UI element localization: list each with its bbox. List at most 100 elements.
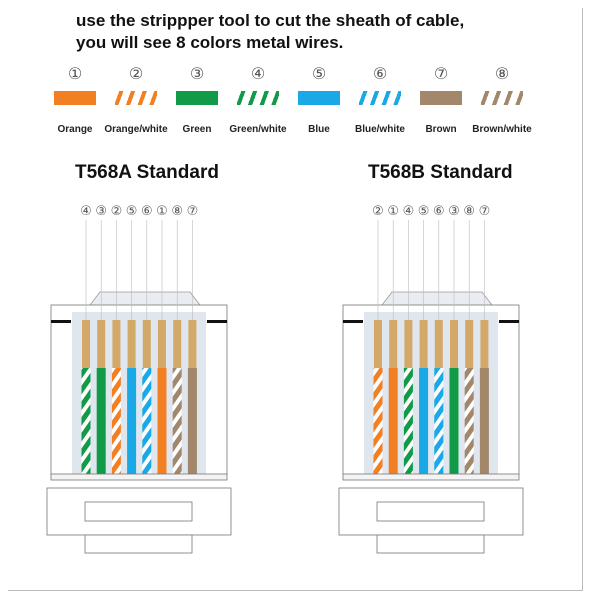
black-line-left <box>343 320 363 323</box>
wire-label: Orange <box>57 124 93 135</box>
wire-blue <box>419 368 429 474</box>
solid-swatch <box>176 91 218 105</box>
pin-label: ② <box>372 203 384 218</box>
wire-label: Green <box>182 124 212 135</box>
legend-item: ④ Green/white <box>223 64 293 135</box>
wire-label: Blue/white <box>354 124 405 135</box>
gold-contact <box>188 320 197 370</box>
gold-contact <box>465 320 474 370</box>
image-frame <box>8 8 583 591</box>
gold-contact <box>112 320 121 370</box>
instruction-text: use the strippper tool to cut the sheath… <box>76 10 464 54</box>
gold-contact <box>173 320 182 370</box>
wire-label: Green/white <box>229 124 287 135</box>
pin-label: ④ <box>403 203 415 218</box>
pin-label: ⑤ <box>418 203 430 218</box>
wire-orange <box>157 368 167 474</box>
wire-brown-white <box>172 368 182 474</box>
gold-contact <box>374 320 382 370</box>
seam <box>50 473 228 481</box>
seam <box>342 473 520 481</box>
legend-item: ③ Green <box>162 64 232 135</box>
wire-orange <box>388 368 398 474</box>
wire-brown <box>479 368 489 474</box>
wire-label: Blue <box>308 124 330 135</box>
pin-label: ② <box>111 203 123 218</box>
t568a-title: T568A Standard <box>75 162 219 183</box>
wire-number: ⑥ <box>372 66 388 83</box>
striped-swatch <box>481 91 523 105</box>
black-line-right <box>499 320 519 323</box>
pin-label: ⑦ <box>479 203 491 218</box>
black-line-right <box>207 320 227 323</box>
legend-item: ⑧ Brown/white <box>467 64 537 135</box>
wire-label: Brown/white <box>472 124 532 135</box>
pin-label: ⑤ <box>126 203 138 218</box>
wire-brown <box>187 368 197 474</box>
gold-contact <box>127 320 136 370</box>
legend-item: ⑥ Blue/white <box>345 64 415 135</box>
wire-green-white <box>81 368 91 474</box>
gold-contact <box>404 320 413 370</box>
wire-blue <box>127 368 137 474</box>
pin-label: ⑥ <box>433 203 445 218</box>
gold-contact <box>389 320 398 370</box>
legend-item: ⑦ Brown <box>406 64 476 135</box>
gold-contact <box>158 320 166 370</box>
wire-number: ⑧ <box>494 66 510 83</box>
pin-label: ⑧ <box>463 203 475 218</box>
latch-bump <box>381 291 493 306</box>
striped-swatch <box>359 91 401 105</box>
wire-number: ③ <box>189 66 205 83</box>
cable-tab <box>84 534 193 554</box>
gold-contact <box>82 320 90 370</box>
t568b-title: T568B Standard <box>368 162 513 183</box>
wire-orange-white <box>111 368 121 474</box>
striped-swatch <box>237 91 279 105</box>
wire-orange-white <box>373 368 383 474</box>
gold-contact <box>97 320 106 370</box>
wire-green <box>449 368 459 474</box>
inner-panel <box>364 312 498 475</box>
instruction-line-1: use the strippper tool to cut the sheath… <box>76 11 465 30</box>
pin-label: ④ <box>80 203 92 218</box>
pin-label: ⑦ <box>187 203 199 218</box>
wire-number: ⑤ <box>311 66 327 83</box>
wire-brown-white <box>464 368 474 474</box>
gold-contact <box>434 320 443 370</box>
instruction-line-2: you will see 8 colors metal wires. <box>76 33 344 52</box>
pin-label: ① <box>387 203 399 218</box>
solid-swatch <box>54 91 96 105</box>
pin-label: ③ <box>448 203 460 218</box>
striped-swatch <box>115 91 157 105</box>
legend-item: ① Orange <box>40 64 110 135</box>
pin-label: ⑥ <box>141 203 153 218</box>
pin-label: ⑧ <box>171 203 183 218</box>
pin-label: ③ <box>95 203 107 218</box>
cable-tab <box>376 534 485 554</box>
wire-blue-white <box>142 368 152 474</box>
legend-item: ⑤ Blue <box>284 64 354 135</box>
inner-panel <box>72 312 206 475</box>
gold-contact <box>142 320 151 370</box>
wire-number: ② <box>128 66 144 83</box>
wire-green-white <box>403 368 413 474</box>
solid-swatch <box>420 91 462 105</box>
wire-green <box>96 368 106 474</box>
wire-label: Brown <box>425 124 457 135</box>
latch-bump <box>89 291 201 306</box>
boot-slot <box>376 501 485 522</box>
boot-slot <box>84 501 193 522</box>
black-line-left <box>51 320 71 323</box>
wire-number: ⑦ <box>433 66 449 83</box>
gold-contact <box>450 320 458 370</box>
pin-label: ① <box>156 203 168 218</box>
gold-contact <box>419 320 428 370</box>
wire-number: ① <box>67 66 83 83</box>
wire-number: ④ <box>250 66 266 83</box>
wire-blue-white <box>434 368 444 474</box>
